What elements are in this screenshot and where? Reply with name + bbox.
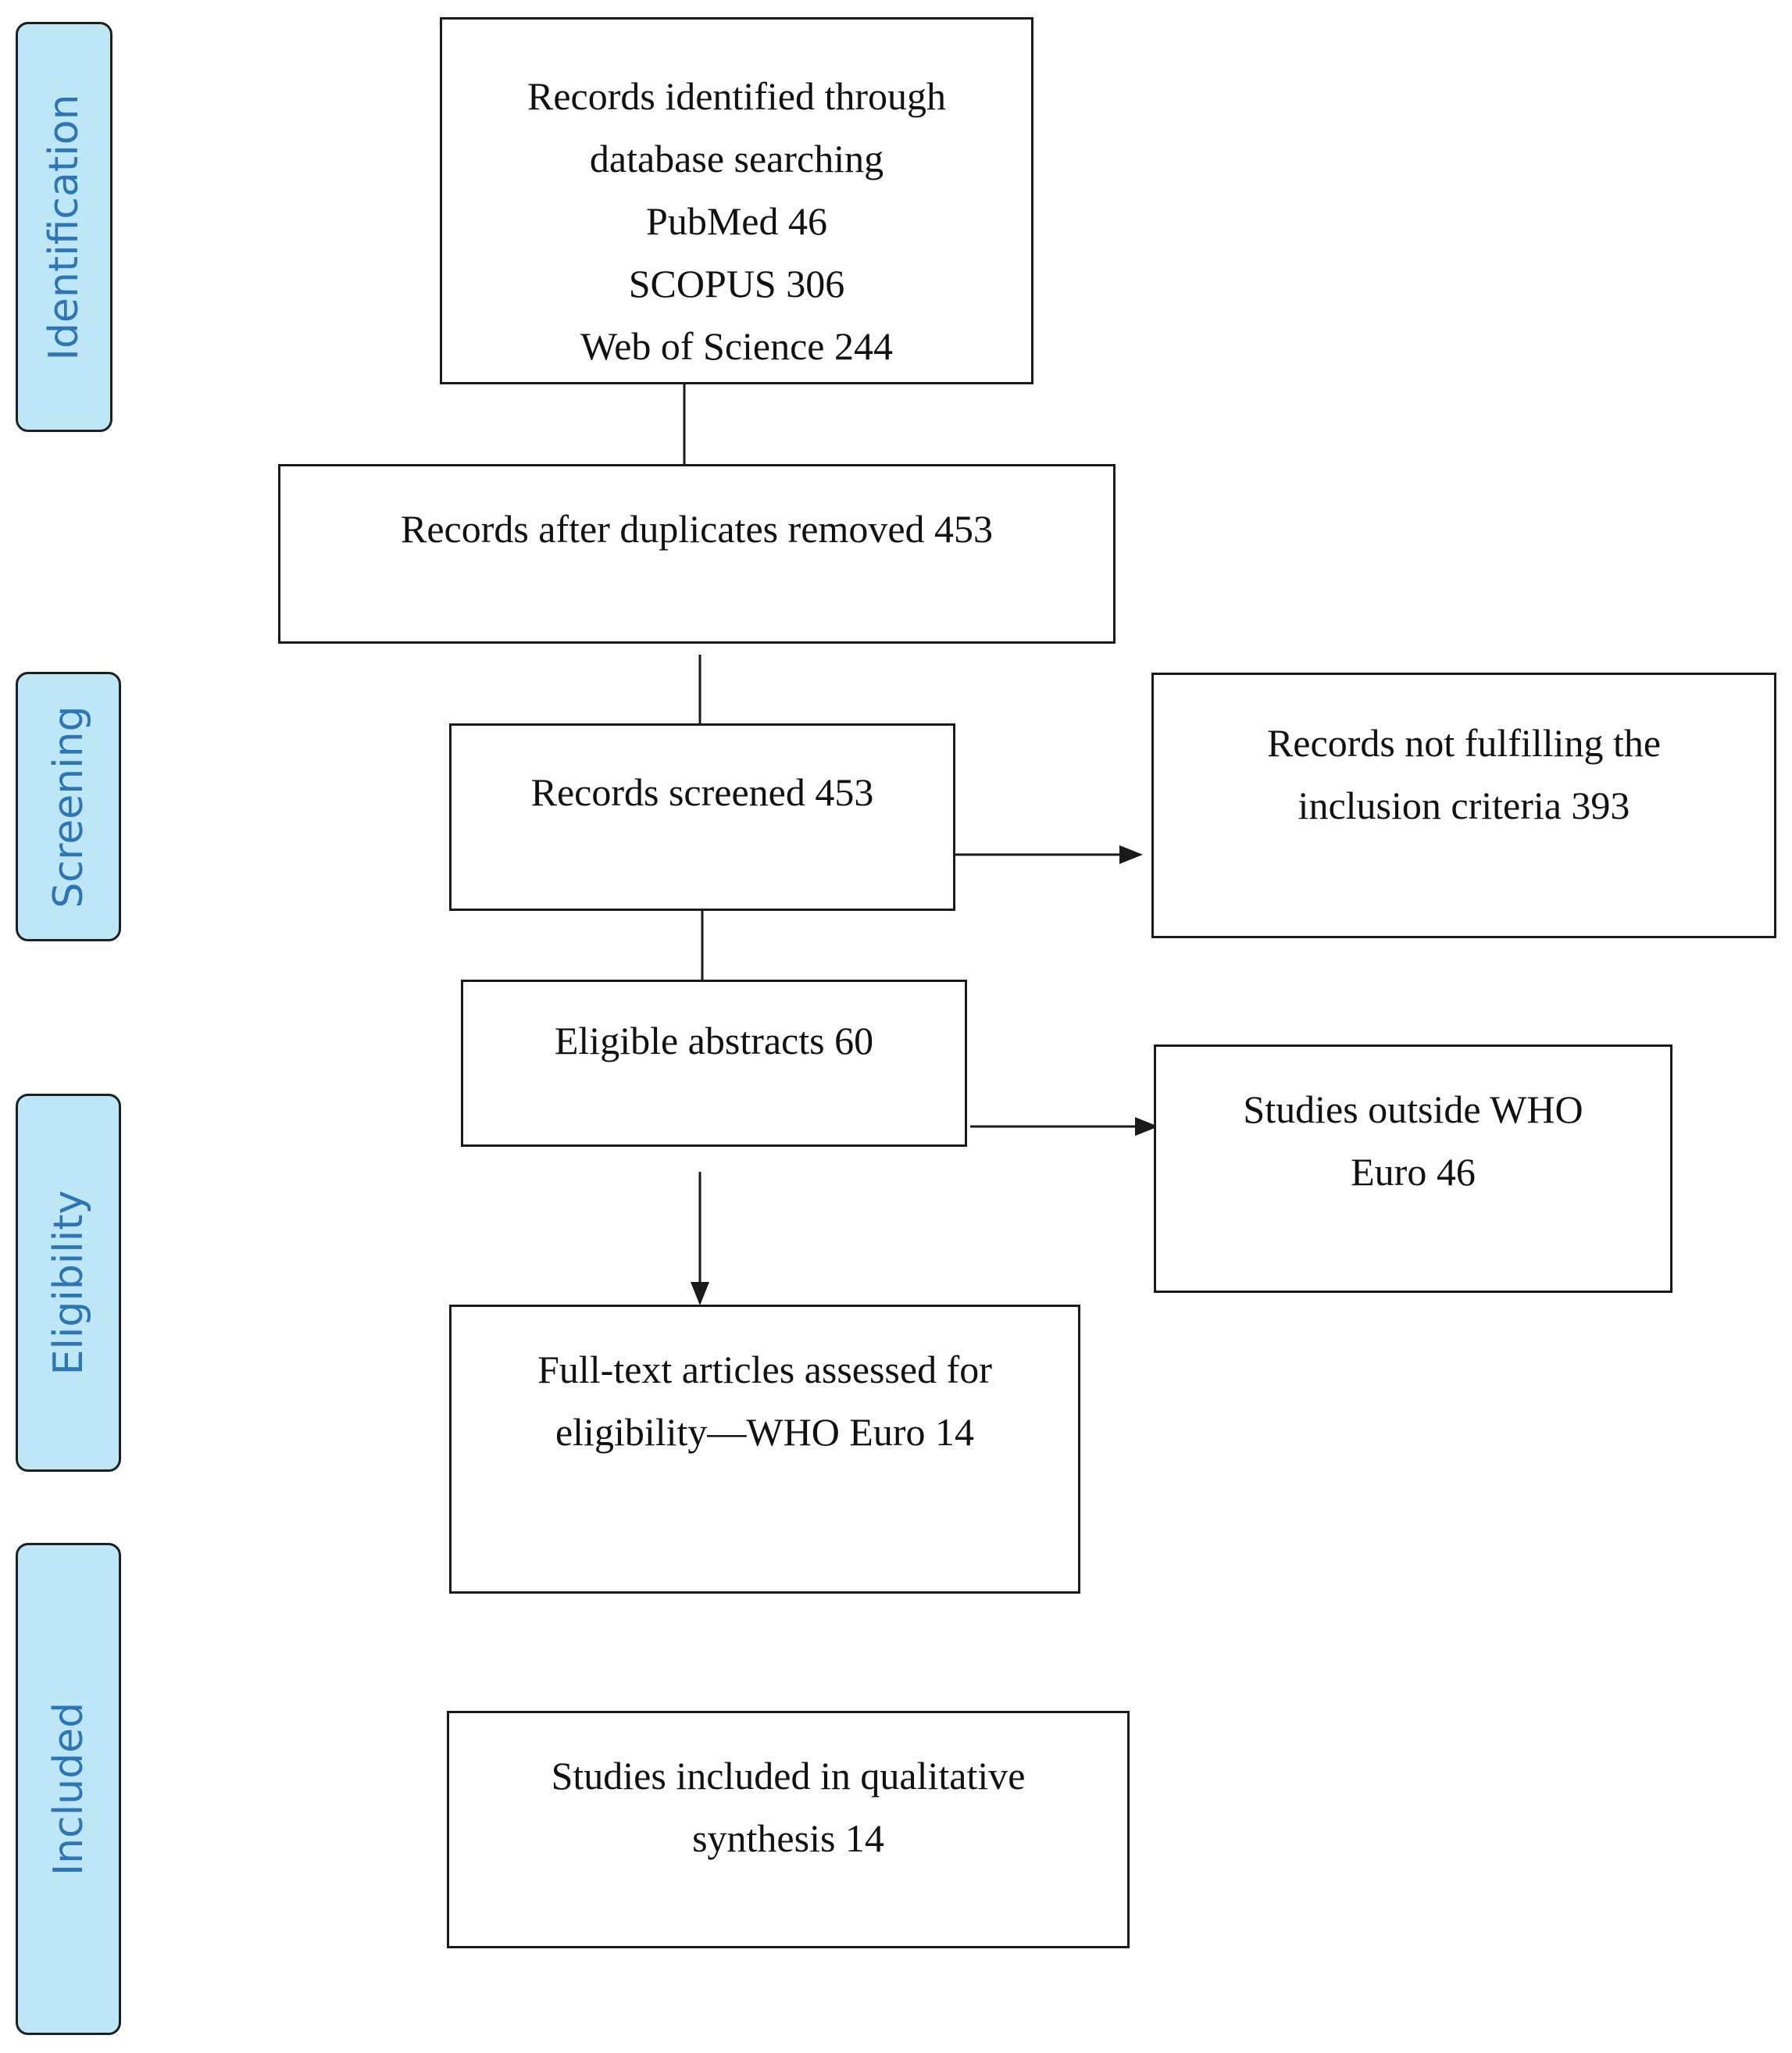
- full-text-line-1: Full-text articles assessed for: [537, 1348, 992, 1391]
- outside-who-line-1: Studies outside WHO: [1243, 1087, 1583, 1131]
- included-line-2: synthesis 14: [692, 1816, 884, 1860]
- records-identified-wos: Web of Science 244: [580, 324, 893, 368]
- box-outside-who: Studies outside WHO Euro 46: [1154, 1044, 1672, 1293]
- records-identified-line-2: database searching: [589, 137, 884, 180]
- records-identified-pubmed: PubMed 46: [646, 199, 827, 243]
- box-full-text: Full-text articles assessed for eligibil…: [449, 1305, 1080, 1594]
- box-after-duplicates: Records after duplicates removed 453: [278, 464, 1116, 644]
- outside-who-line-2: Euro 46: [1351, 1150, 1476, 1194]
- after-duplicates-text: Records after duplicates removed 453: [400, 507, 994, 551]
- box-eligible-abstracts: Eligible abstracts 60: [461, 980, 967, 1147]
- phase-included: Included: [16, 1543, 121, 2035]
- records-identified-scopus: SCOPUS 306: [628, 262, 845, 305]
- box-records-identified: Records identified through database sear…: [440, 17, 1033, 384]
- box-not-fulfilling: Records not fulfilling the inclusion cri…: [1151, 673, 1776, 938]
- phase-identification: Identification: [16, 22, 112, 432]
- eligible-abstracts-text: Eligible abstracts 60: [554, 1019, 874, 1062]
- not-fulfilling-line-2: inclusion criteria 393: [1298, 784, 1630, 827]
- phase-screening: Screening: [16, 672, 121, 941]
- records-identified-line-1: Records identified through: [527, 74, 946, 118]
- full-text-line-2: eligibility—WHO Euro 14: [555, 1410, 975, 1454]
- box-records-screened: Records screened 453: [449, 723, 955, 911]
- not-fulfilling-line-1: Records not fulfilling the: [1266, 721, 1662, 765]
- phase-eligibility: Eligibility: [16, 1094, 121, 1472]
- box-included: Studies included in qualitative synthesi…: [447, 1711, 1130, 1948]
- included-line-1: Studies included in qualitative: [551, 1754, 1026, 1798]
- records-screened-text: Records screened 453: [530, 770, 874, 814]
